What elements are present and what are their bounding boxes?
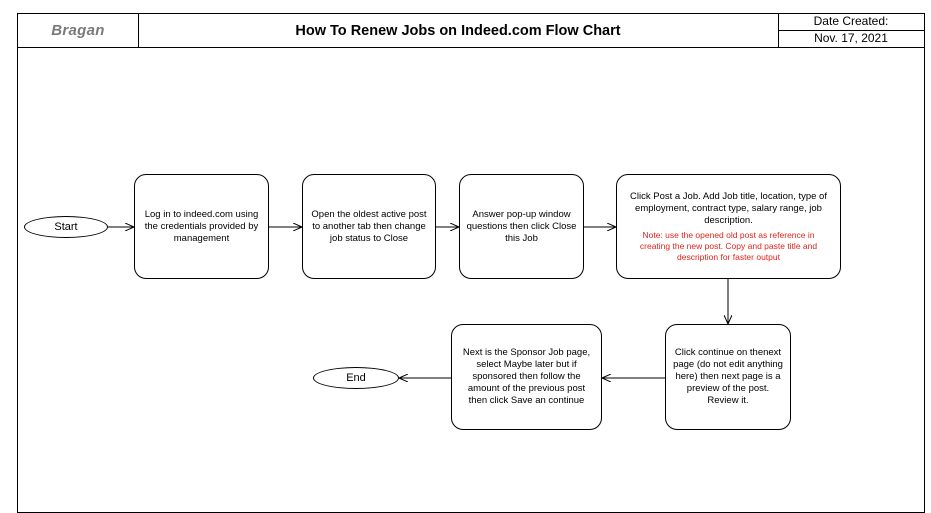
step-post-job-text: Click Post a Job. Add Job title, locatio… [630,190,827,226]
start-terminal: Start [24,216,108,238]
header-bottom-border [18,47,924,48]
step-sponsor-job-text: Next is the Sponsor Job page, select May… [462,347,591,406]
step-login-text: Log in to indeed.com using the credentia… [144,208,259,244]
company-logo: Bragan [51,22,105,39]
step-post-job-note: Note: use the opened old post as referen… [639,229,818,262]
step-close-old-post: Open the oldest active post to another t… [302,174,436,279]
step-close-old-post-text: Open the oldest active post to another t… [311,208,427,244]
step-answer-popup: Answer pop-up window questions then clic… [459,174,584,279]
page-title: How To Renew Jobs on Indeed.com Flow Cha… [295,22,621,39]
date-block: Date Created: Nov. 17, 2021 [778,14,924,47]
step-login: Log in to indeed.com using the credentia… [134,174,269,279]
date-value: Nov. 17, 2021 [778,30,924,47]
step-review-preview: Click continue on thenext page (do not e… [665,324,791,430]
step-answer-popup-text: Answer pop-up window questions then clic… [466,208,577,244]
end-terminal: End [313,367,399,389]
date-label: Date Created: [813,14,889,28]
step-review-preview-text: Click continue on thenext page (do not e… [673,347,783,406]
step-sponsor-job: Next is the Sponsor Job page, select May… [451,324,602,430]
flow-arrows [108,0,931,492]
step-post-job: Click Post a Job. Add Job title, locatio… [616,174,841,279]
header-divider [138,14,139,47]
